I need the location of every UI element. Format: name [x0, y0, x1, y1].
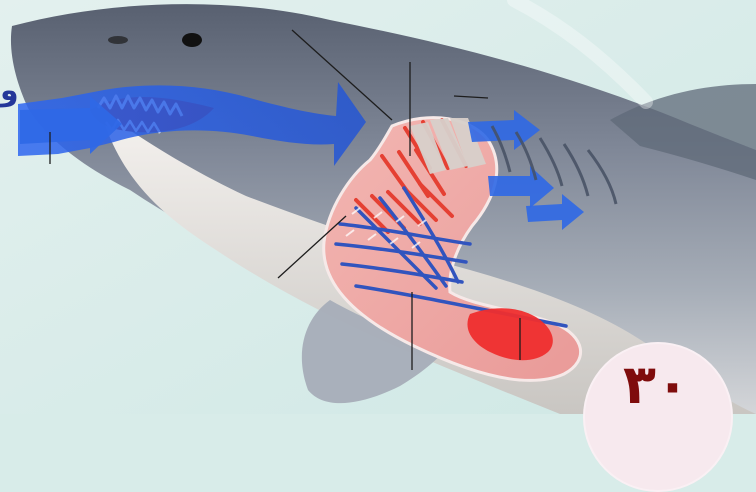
shark-nostril [108, 36, 128, 44]
corner-badge: ۳۰ [583, 342, 733, 492]
corner-badge-text: ۳۰ [623, 358, 689, 412]
shark-eye [182, 33, 202, 47]
left-text-fragment: و [0, 76, 19, 106]
